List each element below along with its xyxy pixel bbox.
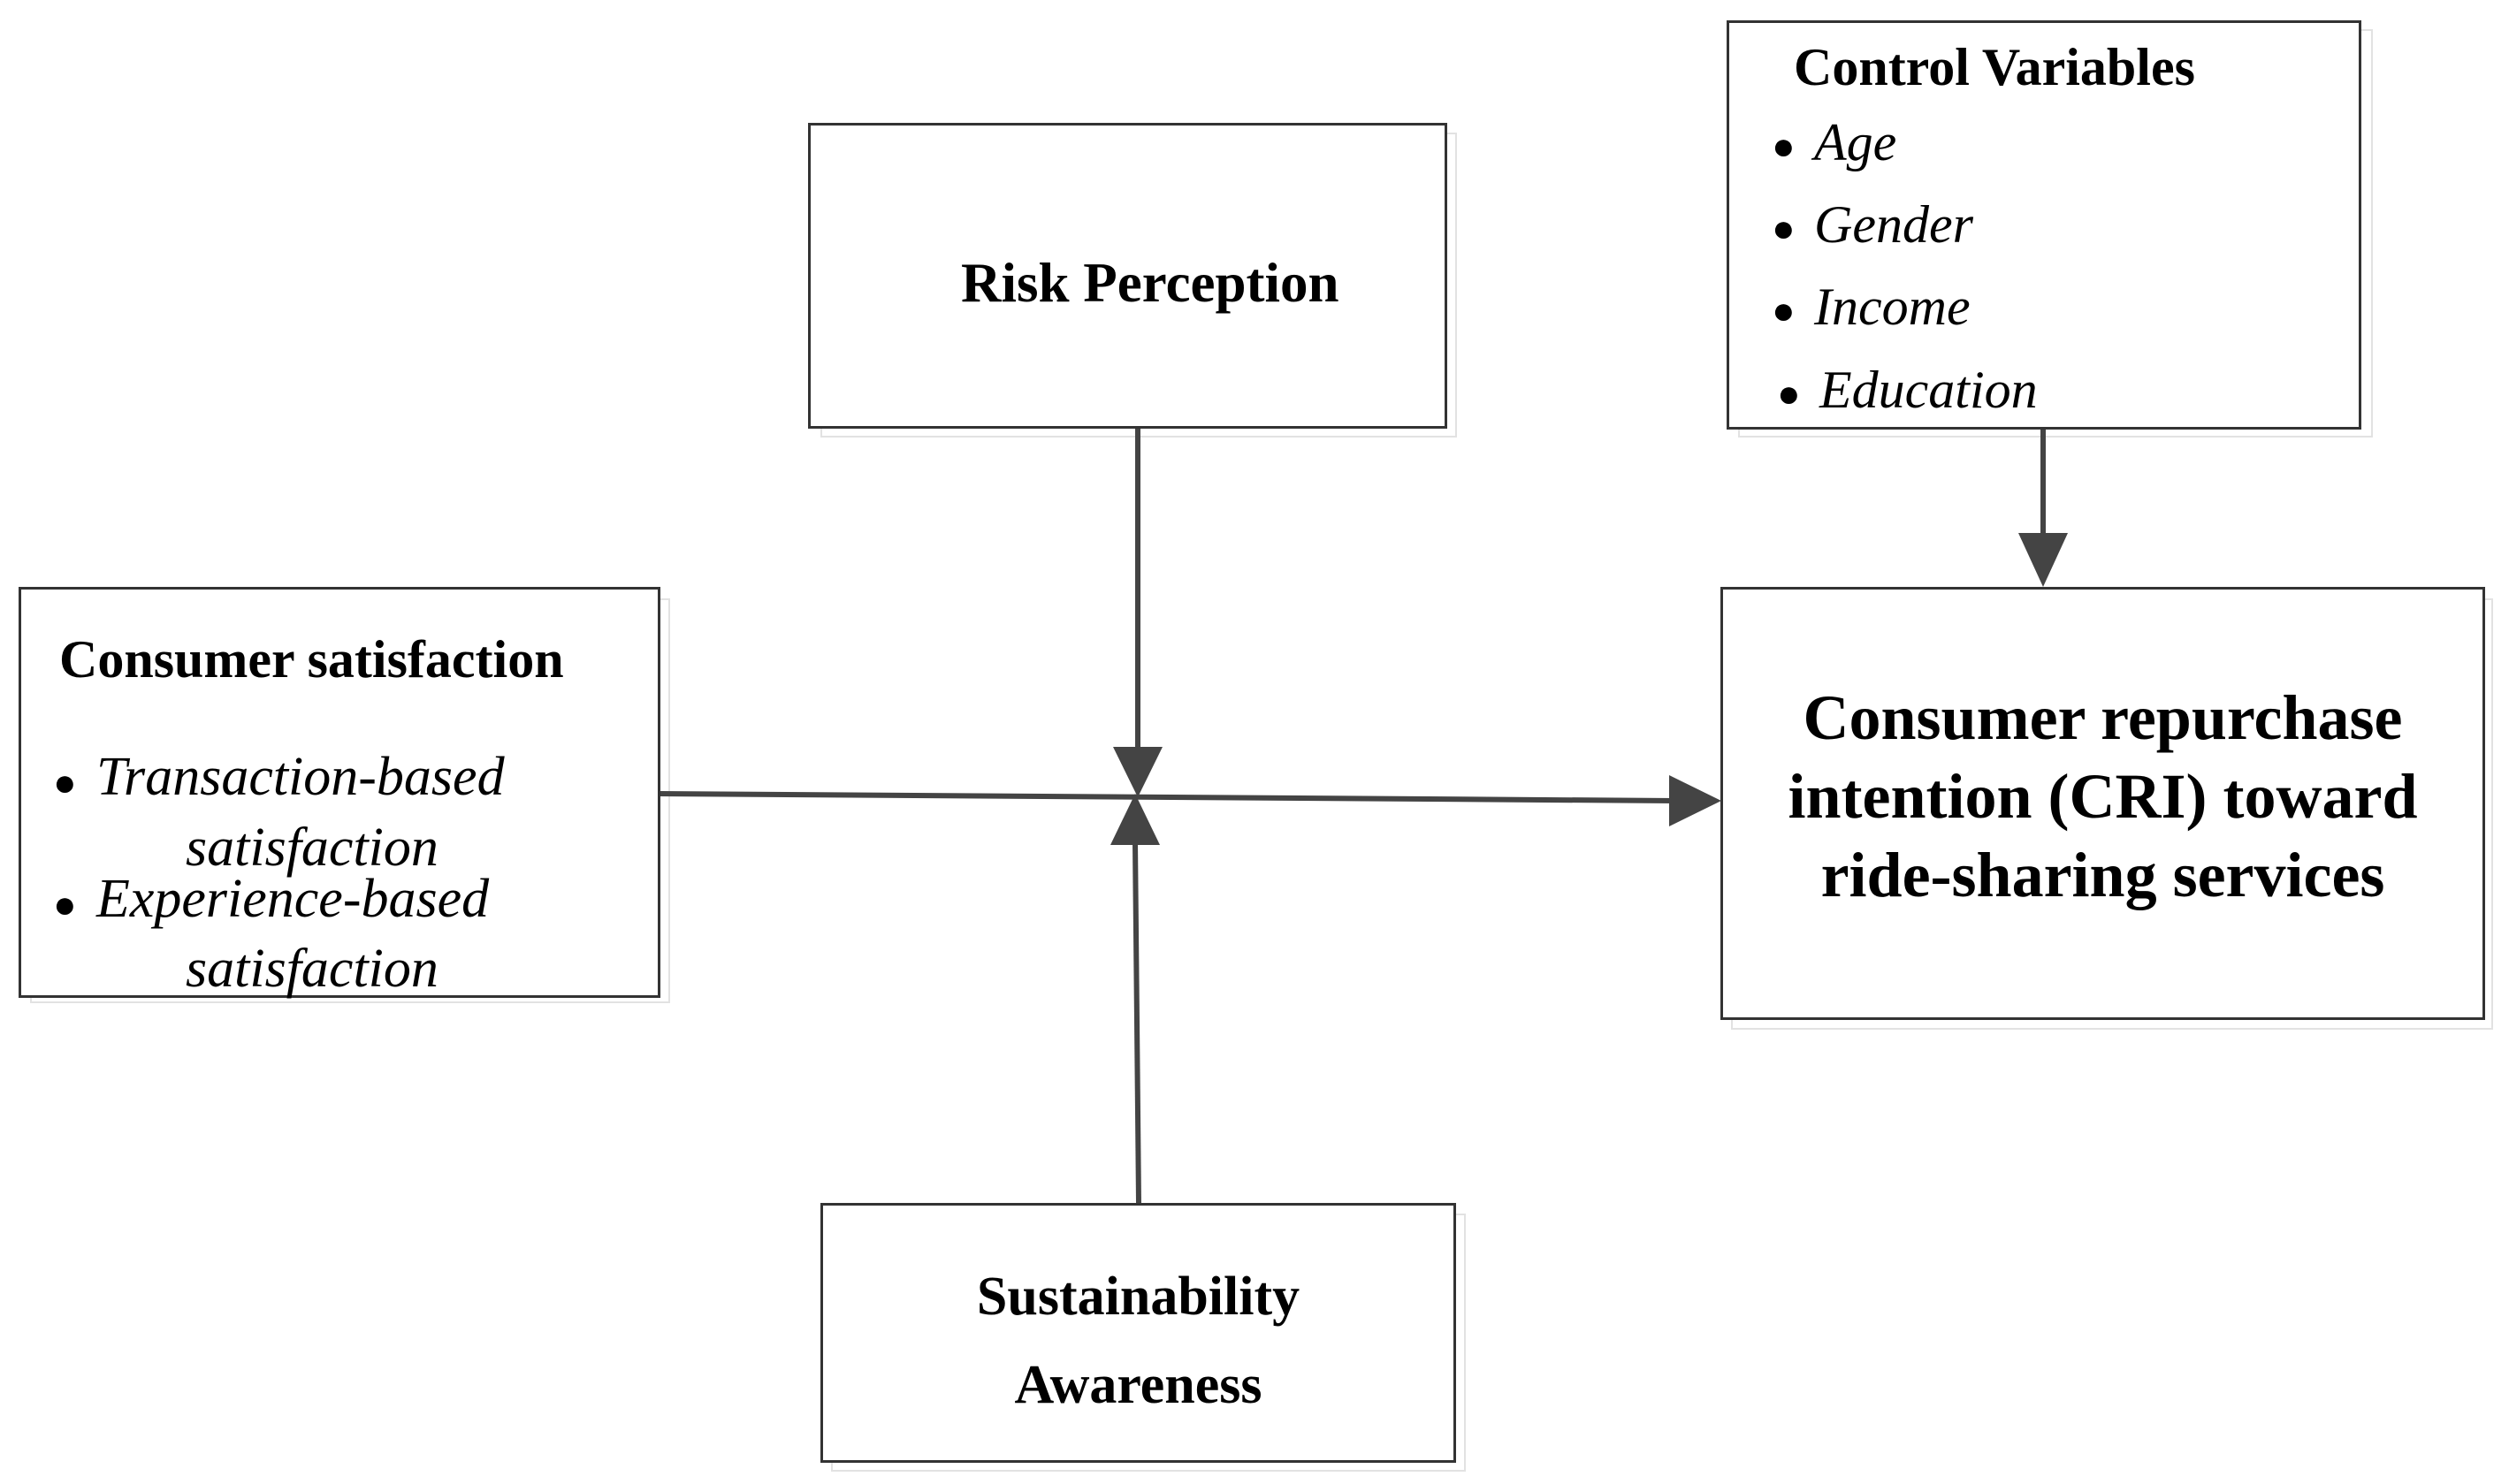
bullet-icon: ● (1772, 207, 1796, 250)
satisfaction-item-transaction-line2: satisfaction (186, 818, 439, 878)
satisfaction-to-cri-arrow-line (660, 791, 1676, 803)
cri-line-3: ride-sharing services (1820, 840, 2385, 910)
sustainability-line-1: Sustainability (976, 1267, 1300, 1327)
bullet-icon: ● (1777, 372, 1801, 415)
risk-perception-box: Risk Perception (808, 123, 1447, 429)
bullet-icon: ● (53, 761, 77, 804)
cri-line-2: intention (CRI) toward (1788, 761, 2418, 832)
risk-perception-title: Risk Perception (961, 252, 1339, 314)
satisfaction-item-experience-line2: satisfaction (186, 939, 439, 999)
control-item-age: Age (1814, 113, 1897, 171)
satisfaction-item-transaction-line1: Transaction-based (96, 747, 505, 807)
satisfaction-item-experience-line1: Experience-based (96, 869, 490, 929)
sustainability-line-2: Awareness (1014, 1355, 1262, 1415)
control-item-income: Income (1814, 278, 1971, 336)
cri-box: Consumer repurchase intention (CRI) towa… (1720, 587, 2485, 1020)
bullet-icon: ● (1772, 125, 1796, 168)
arrowhead-down-icon (2018, 533, 2068, 587)
arrowhead-up-icon (1110, 794, 1160, 845)
sustainability-awareness-box: Sustainability Awareness (820, 1203, 1456, 1463)
arrowhead-right-icon (1669, 775, 1721, 826)
arrowhead-down-icon (1113, 747, 1163, 797)
control-item-gender: Gender (1814, 195, 1973, 254)
control-variables-title: Control Variables (1794, 38, 2195, 96)
control-variables-box: Control Variables ● Age ● Gender ● Incom… (1727, 20, 2361, 430)
consumer-satisfaction-box: Consumer satisfaction ● Transaction-base… (19, 587, 660, 999)
control-item-education: Education (1819, 361, 2038, 419)
sustainability-to-center-arrow-line (1132, 841, 1141, 1204)
bullet-icon: ● (53, 883, 77, 926)
bullet-icon: ● (1772, 289, 1796, 332)
cri-line-1: Consumer repurchase (1803, 682, 2403, 753)
consumer-satisfaction-title: Consumer satisfaction (59, 630, 564, 689)
